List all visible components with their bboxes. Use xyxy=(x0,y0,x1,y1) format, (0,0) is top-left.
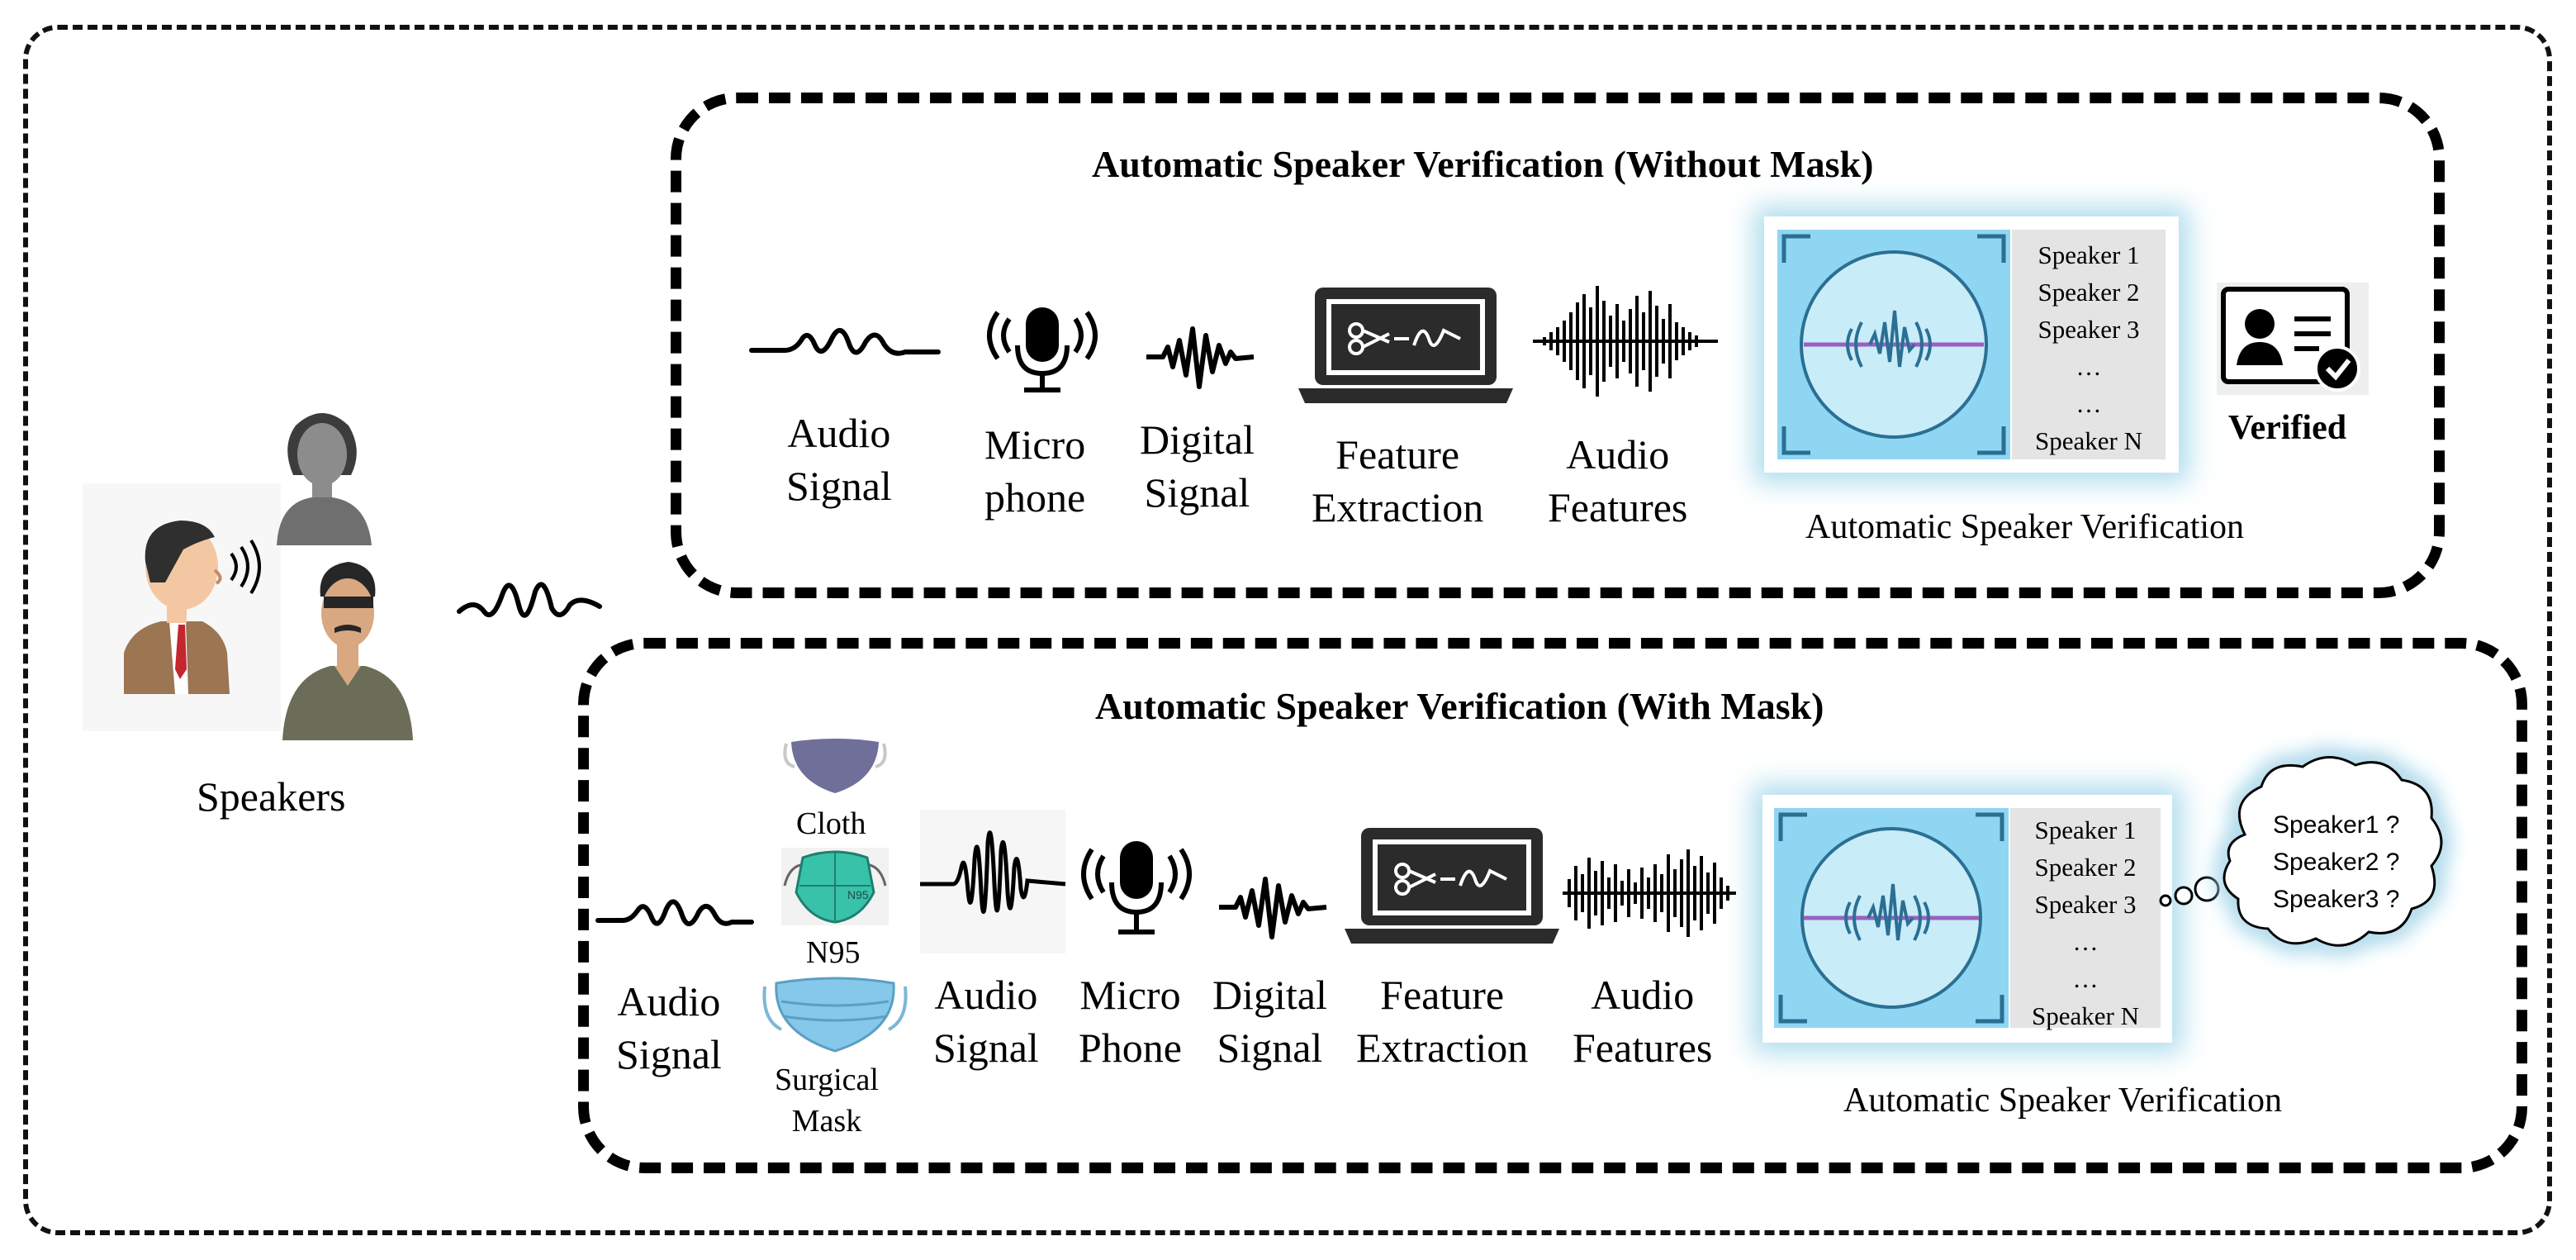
bottom-microphone-icon xyxy=(1081,841,1192,934)
n95-mask-label: N95 xyxy=(806,935,861,970)
verified-id-card-icon xyxy=(2217,283,2369,395)
masked-audio-signal-icon xyxy=(920,810,1066,953)
bottom-asv-label: Automatic Speaker Verification xyxy=(1843,1082,2283,1120)
bottom-audio-signal-icon xyxy=(595,899,754,926)
audio-signal-icon xyxy=(749,328,941,356)
speech-wave-icon xyxy=(457,582,602,618)
cloud-speaker-candidates: Speaker1 ?Speaker2 ?Speaker3 ? xyxy=(2273,811,2400,913)
panel-without-mask xyxy=(671,93,2445,598)
bottom-feature-extraction-laptop-icon xyxy=(1345,828,1559,944)
speakers-illustration xyxy=(83,413,413,740)
microphone-icon xyxy=(987,307,1098,392)
feature-extraction-laptop-icon xyxy=(1298,288,1513,403)
top-asv-label: Automatic Speaker Verification xyxy=(1805,508,2245,546)
bottom-digital-signal-icon xyxy=(1219,877,1327,939)
title-with-mask: Automatic Speaker Verification (With Mas… xyxy=(1095,685,1824,727)
bottom-voice-recognition-icon xyxy=(1774,808,2009,1028)
digital-signal-icon xyxy=(1146,326,1255,389)
cloth-mask-icon xyxy=(783,739,887,793)
title-without-mask: Automatic Speaker Verification (Without … xyxy=(1092,143,1874,185)
outer-frame xyxy=(23,25,2552,1235)
voice-recognition-icon xyxy=(1777,230,2010,459)
surgical-mask-icon xyxy=(762,977,908,1053)
speakers-label: Speakers xyxy=(197,773,346,820)
panel-with-mask xyxy=(578,638,2527,1173)
thought-cloud-icon xyxy=(2159,756,2443,947)
n95-mask-icon: N95 xyxy=(781,848,889,925)
verified-label: Verified xyxy=(2228,409,2347,447)
audio-features-waveform-icon xyxy=(1533,286,1718,397)
bottom-audio-features-waveform-icon xyxy=(1563,849,1736,937)
cloth-mask-label: Cloth xyxy=(796,806,866,841)
n95-print: N95 xyxy=(847,888,869,901)
